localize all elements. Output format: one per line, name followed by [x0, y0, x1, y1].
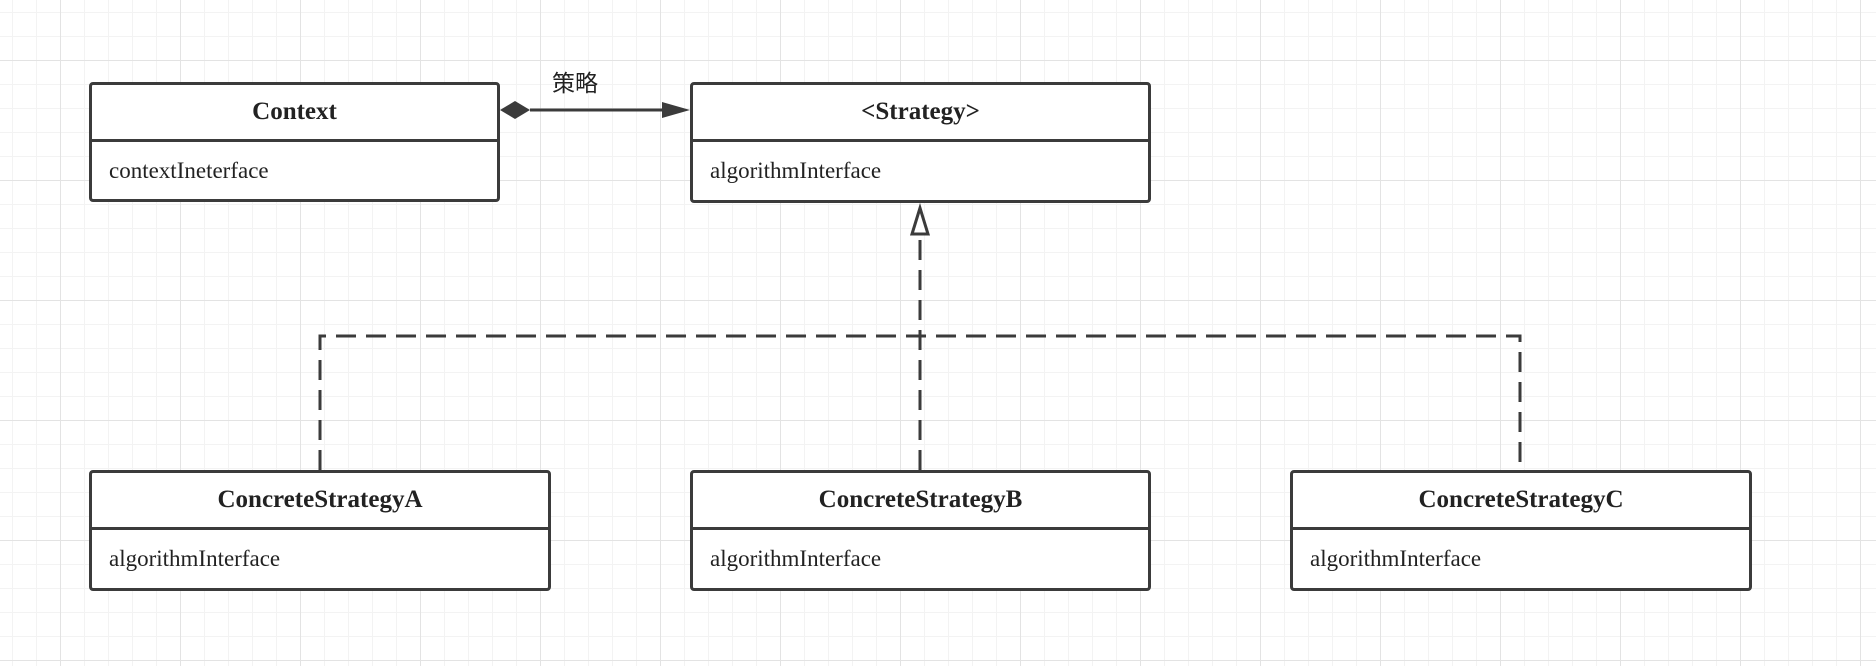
class-method: algorithmInterface — [710, 158, 882, 183]
class-method: algorithmInterface — [710, 546, 882, 571]
class-method: contextIneterface — [109, 158, 269, 183]
class-box-concrete-strategy-a[interactable]: ConcreteStrategyA algorithmInterface — [89, 470, 551, 591]
class-box-concrete-strategy-c[interactable]: ConcreteStrategyC algorithmInterface — [1290, 470, 1752, 591]
class-name: Context — [92, 85, 497, 142]
class-box-concrete-strategy-b[interactable]: ConcreteStrategyB algorithmInterface — [690, 470, 1151, 591]
class-method: algorithmInterface — [1310, 546, 1482, 571]
class-method: algorithmInterface — [109, 546, 281, 571]
association-label: 策略 — [552, 71, 598, 97]
class-name: ConcreteStrategyC — [1293, 473, 1749, 530]
composition-connector[interactable] — [500, 101, 690, 119]
arrowhead-icon — [662, 102, 690, 118]
class-box-strategy[interactable]: <Strategy> algorithmInterface — [690, 82, 1151, 203]
class-box-context[interactable]: Context contextIneterface — [89, 82, 500, 202]
composition-diamond-icon — [500, 101, 530, 119]
realization-connector[interactable] — [318, 234, 1522, 470]
class-name: <Strategy> — [693, 85, 1148, 142]
class-name: ConcreteStrategyA — [92, 473, 548, 530]
realization-triangle-icon — [909, 202, 931, 236]
class-name: ConcreteStrategyB — [693, 473, 1148, 530]
